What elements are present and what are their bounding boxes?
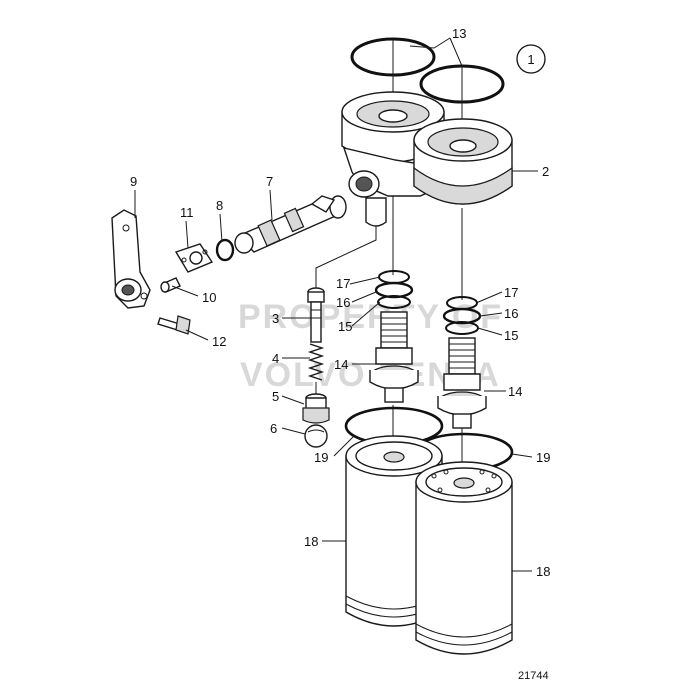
svg-text:PROPERTY OF: PROPERTY OF — [238, 298, 503, 336]
callout-12: 12 — [212, 334, 226, 349]
valve-assembly — [234, 195, 347, 254]
callout-19-left: 19 — [314, 450, 328, 465]
callout-9: 9 — [130, 174, 137, 189]
callout-6: 6 — [270, 421, 277, 436]
top-o-rings — [350, 37, 505, 104]
valve-bolt — [307, 287, 325, 343]
callouts: 13 2 9 7 8 11 10 12 17 16 15 17 16 15 3 … — [130, 26, 550, 579]
valve-o-ring — [215, 238, 235, 262]
callout-15-right: 15 — [504, 328, 518, 343]
callout-13: 13 — [452, 26, 466, 41]
callout-16-left: 16 — [336, 295, 350, 310]
spring — [307, 343, 325, 381]
callout-17-right: 17 — [504, 285, 518, 300]
callout-10: 10 — [202, 290, 216, 305]
callout-4: 4 — [272, 351, 279, 366]
callout-8: 8 — [216, 198, 223, 213]
valve-ball — [304, 424, 328, 448]
filter-nipple-left — [369, 311, 419, 403]
callout-15-left: 15 — [338, 319, 352, 334]
filter-housing — [341, 91, 513, 227]
callout-3: 3 — [272, 311, 279, 326]
callout-17-left: 17 — [336, 276, 350, 291]
callout-11: 11 — [180, 205, 194, 220]
oil-filter-right — [415, 461, 513, 655]
callout-14-left: 14 — [334, 357, 348, 372]
small-screw — [160, 277, 181, 293]
flange — [174, 243, 214, 273]
view-number-badge: 1 — [516, 44, 546, 74]
callout-18-left: 18 — [304, 534, 318, 549]
plug — [302, 393, 330, 424]
callout-5: 5 — [272, 389, 279, 404]
callout-18-right: 18 — [536, 564, 550, 579]
callout-19-right: 19 — [536, 450, 550, 465]
leader-lines — [134, 37, 538, 572]
callout-14-right: 14 — [508, 384, 522, 399]
lever-arm — [111, 209, 151, 309]
bolt — [157, 315, 191, 335]
filter-nipple-right — [437, 337, 487, 429]
view-number: 1 — [527, 52, 534, 67]
callout-16-right: 16 — [504, 306, 518, 321]
callout-7: 7 — [266, 174, 273, 189]
callout-2: 2 — [542, 164, 549, 179]
figure-number: 21744 — [518, 670, 549, 682]
